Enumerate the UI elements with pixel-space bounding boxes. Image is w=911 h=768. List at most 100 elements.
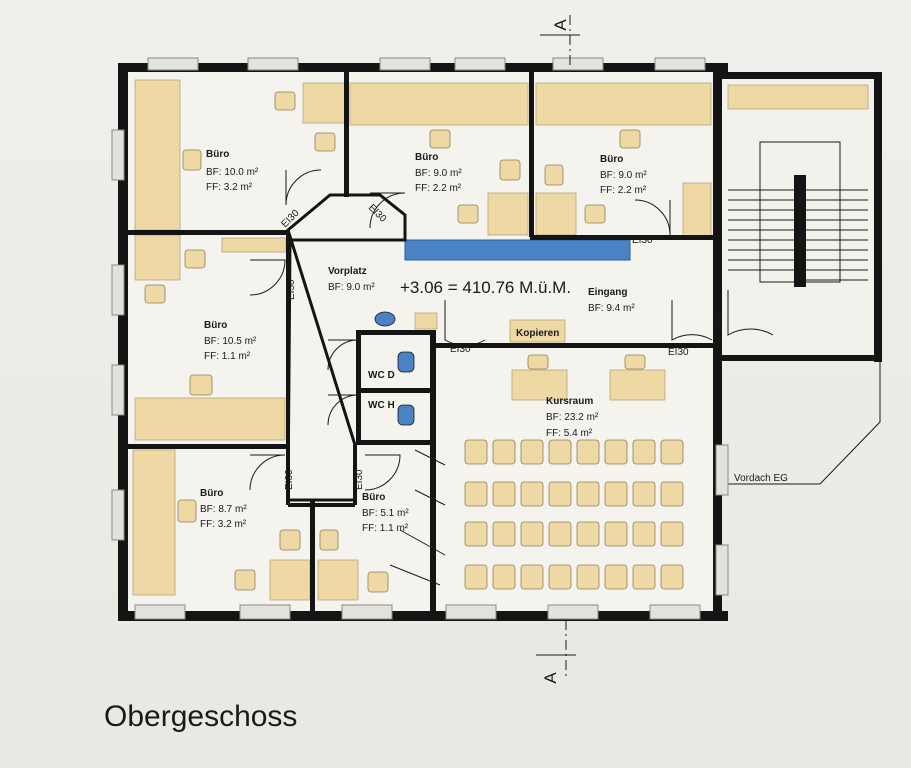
classroom-seat	[520, 481, 544, 507]
desk	[535, 192, 577, 236]
wall-partition	[356, 388, 436, 393]
wall-partition	[128, 230, 288, 235]
window	[134, 604, 186, 620]
chair	[177, 499, 197, 523]
classroom-seat	[520, 439, 544, 465]
desk	[269, 559, 311, 601]
chair	[619, 129, 641, 149]
room-name: Büro	[600, 154, 623, 165]
wall-east-stair	[874, 72, 882, 362]
room-bf: BF: 8.7 m²	[200, 504, 247, 515]
classroom-seat	[660, 481, 684, 507]
window	[715, 544, 729, 596]
room-name: WC H	[368, 400, 395, 411]
section-marker-top: A	[551, 19, 570, 31]
wall-partition	[432, 343, 713, 348]
window	[715, 444, 729, 496]
wall-partition	[356, 330, 436, 335]
classroom-seat	[492, 439, 516, 465]
classroom-seat	[604, 439, 628, 465]
desk	[511, 369, 568, 401]
chair	[544, 164, 564, 186]
window	[649, 604, 701, 620]
chair	[189, 374, 213, 396]
cabinet	[132, 449, 176, 596]
classroom-seat	[576, 439, 600, 465]
room-ff: FF: 2.2 m²	[415, 183, 462, 194]
wall-north-stair	[720, 72, 880, 79]
elevation-label: +3.06 = 410.76 M.ü.M.	[400, 278, 571, 297]
room-name: Büro	[204, 320, 227, 331]
window	[239, 604, 291, 620]
door-swing	[727, 290, 774, 336]
wall-partition	[529, 72, 534, 237]
room-name: WC D	[368, 370, 395, 381]
window	[552, 57, 604, 71]
room-bf: BF: 23.2 m²	[546, 412, 599, 423]
chair	[182, 149, 202, 171]
classroom-seat	[492, 521, 516, 547]
chair	[184, 249, 206, 269]
section-line	[536, 15, 580, 680]
chair	[527, 354, 549, 370]
classroom-seat	[548, 439, 572, 465]
sanitary-group	[374, 311, 415, 426]
classroom-seat	[576, 481, 600, 507]
classroom-seat	[548, 521, 572, 547]
page-title: Obergeschoss	[104, 700, 298, 733]
classroom-seat	[632, 481, 656, 507]
classroom-seat	[660, 439, 684, 465]
wall-partition	[356, 330, 361, 445]
classroom-seat	[492, 481, 516, 507]
classroom-seat	[660, 564, 684, 590]
chair	[144, 284, 166, 304]
classroom-seat	[632, 521, 656, 547]
door-swing	[634, 199, 671, 236]
room-name: Eingang	[588, 287, 627, 298]
cabinet	[727, 84, 869, 110]
wall-partition	[310, 500, 315, 611]
room-ff: FF: 2.2 m²	[600, 185, 647, 196]
room-bf: BF: 9.0 m²	[328, 282, 375, 293]
wall-west	[118, 63, 128, 621]
cabinet	[414, 312, 438, 330]
window	[445, 604, 497, 620]
chair	[429, 129, 451, 149]
service-counter	[404, 239, 631, 261]
door-swing	[671, 300, 713, 341]
wall-partition	[128, 444, 288, 449]
classroom-seat	[492, 564, 516, 590]
chairs-group	[144, 91, 646, 593]
door-swing	[249, 454, 286, 491]
wall-south	[118, 611, 728, 621]
staircase	[728, 141, 868, 283]
room-bf: BF: 9.4 m²	[588, 303, 635, 314]
chair	[367, 571, 389, 593]
desk	[134, 397, 286, 441]
door-swing	[249, 259, 286, 296]
wall-partition	[356, 440, 436, 445]
chair	[624, 354, 646, 370]
chair	[457, 204, 479, 224]
classroom-seat	[464, 521, 488, 547]
window	[654, 57, 706, 71]
classroom-seat	[520, 564, 544, 590]
window	[547, 604, 599, 620]
room-ff: FF: 3.2 m²	[206, 182, 253, 193]
window	[247, 57, 299, 71]
door-rating-label: EI30	[668, 347, 689, 358]
classroom-seat	[464, 481, 488, 507]
door-rating-label: EI30	[714, 309, 725, 330]
window	[454, 57, 506, 71]
cabinet	[134, 234, 181, 281]
cabinet	[134, 79, 181, 231]
copier-label: Kopieren	[516, 328, 559, 339]
room-bf: BF: 10.5 m²	[204, 336, 257, 347]
door-swing	[369, 192, 406, 229]
chair	[279, 529, 301, 551]
wall-partition	[344, 72, 349, 197]
canopy-label: Vordach EG	[734, 473, 788, 484]
furniture-group	[132, 79, 869, 601]
desk	[609, 369, 666, 401]
